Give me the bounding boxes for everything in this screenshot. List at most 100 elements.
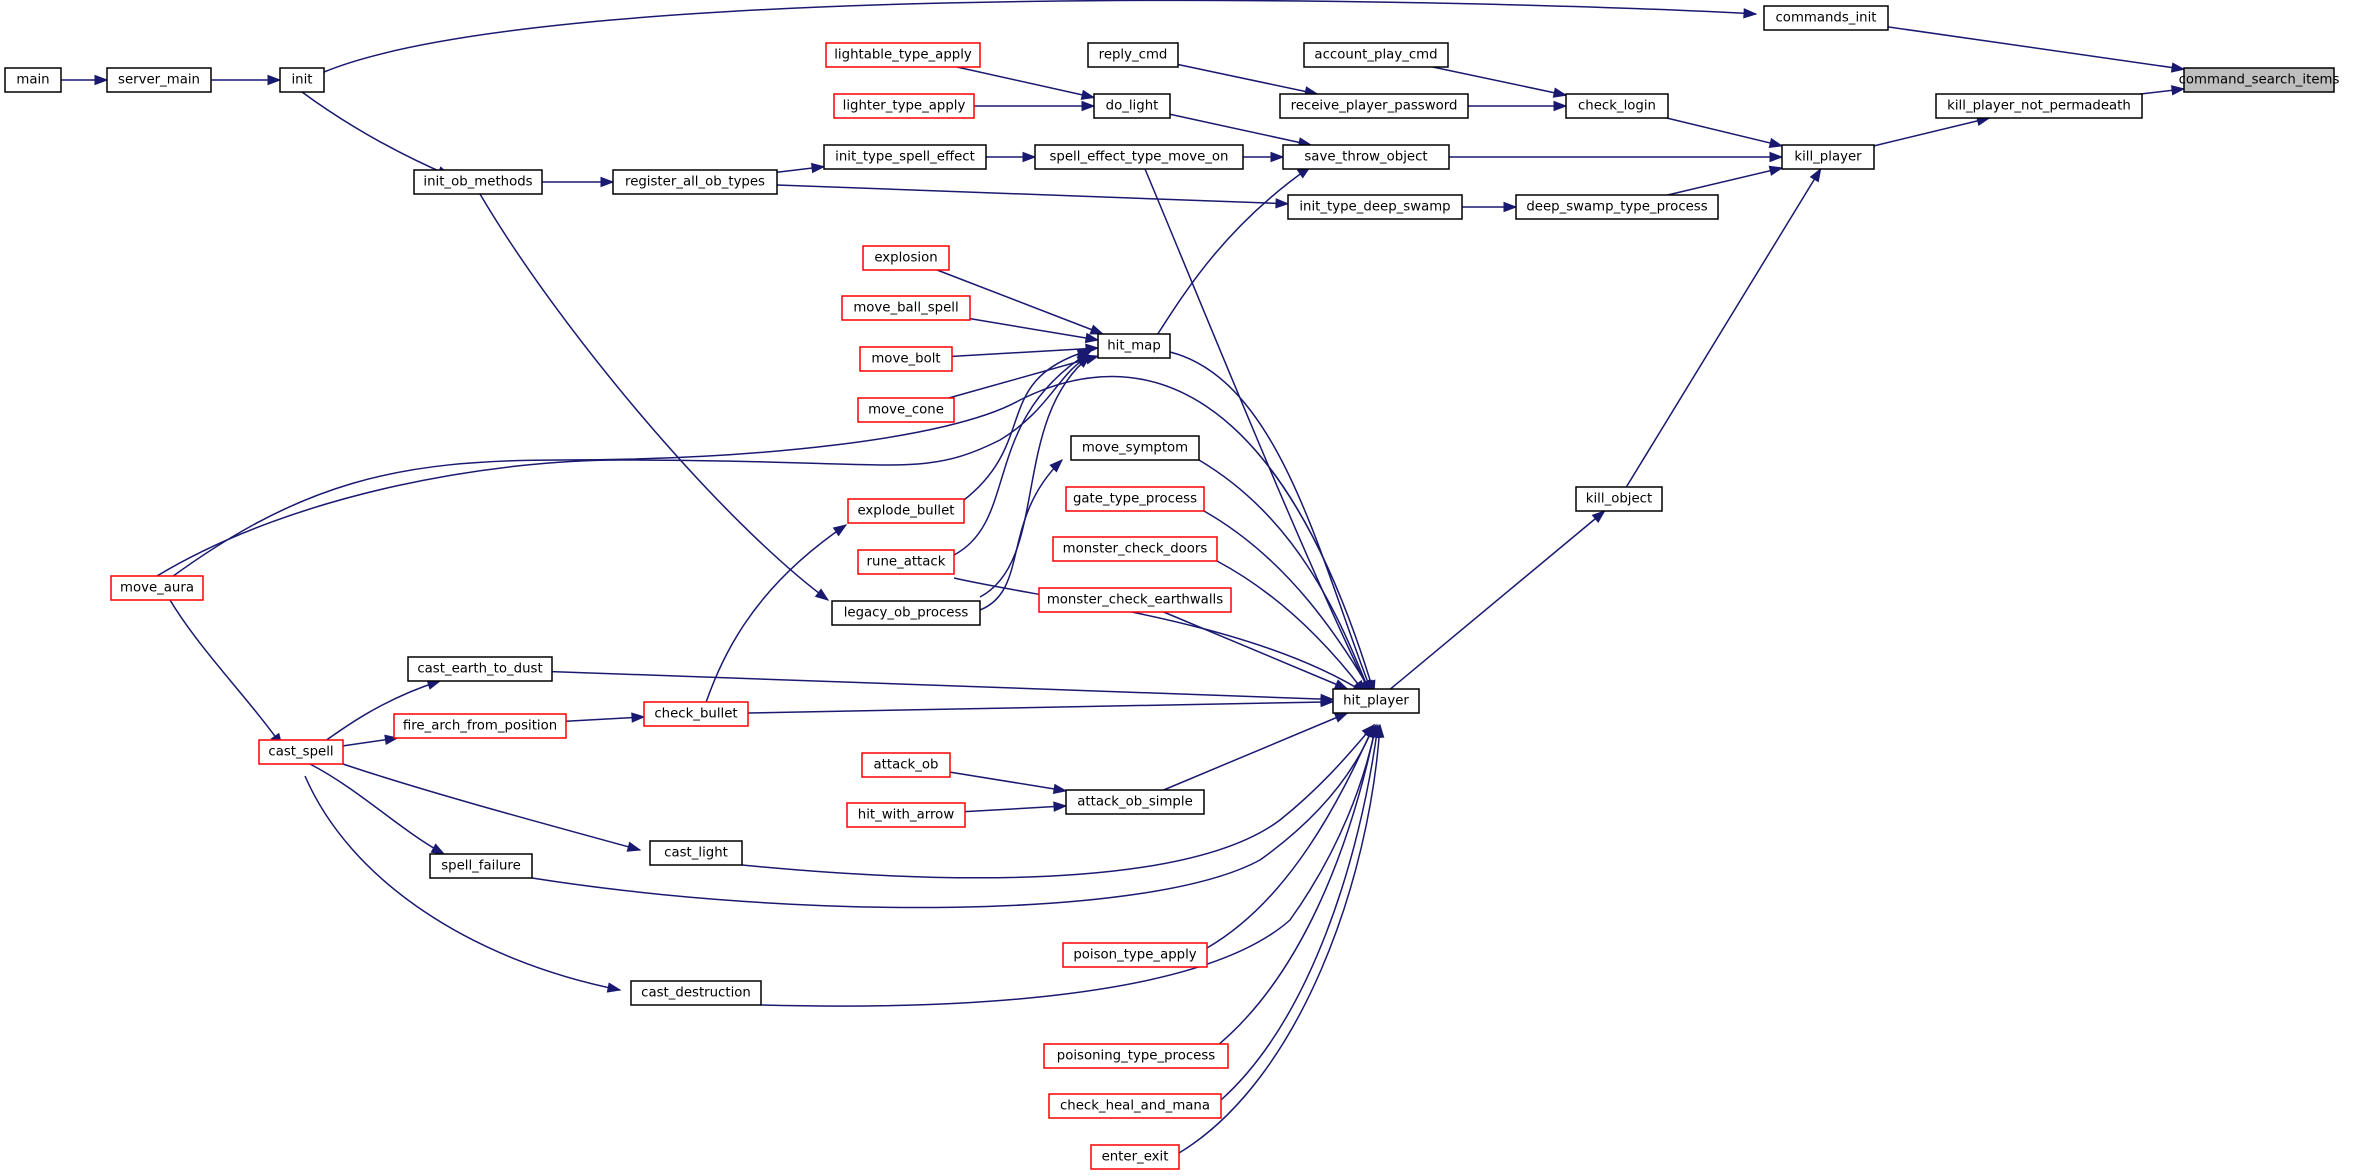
edge-init_type_spell_effect-to-spell_effect_type_move_on [986, 151, 1037, 163]
node-attack_ob[interactable]: attack_ob [861, 752, 951, 778]
node-move_cone[interactable]: move_cone [857, 397, 955, 423]
node-server_main[interactable]: server_main [106, 67, 212, 93]
edge-line [1887, 26, 2185, 71]
node-label: poison_type_apply [1073, 948, 1196, 963]
node-receive_player_password[interactable]: receive_player_password [1279, 93, 1469, 119]
node-lighter_type_apply[interactable]: lighter_type_apply [833, 93, 975, 119]
node-hit_map[interactable]: hit_map [1097, 333, 1171, 359]
edge-register_all_ob_types-to-init_type_spell_effect [776, 162, 826, 174]
node-box [861, 752, 951, 778]
node-box [1087, 42, 1179, 68]
node-label: monster_check_doors [1063, 542, 1208, 557]
edge-check_bullet-to-hit_player [747, 696, 1335, 714]
node-move_ball_spell[interactable]: move_ball_spell [841, 295, 971, 321]
node-label: monster_check_earthwalls [1047, 593, 1223, 608]
node-box [1332, 688, 1420, 714]
node-monster_check_doors[interactable]: monster_check_doors [1052, 536, 1218, 562]
node-check_heal_and_mana[interactable]: check_heal_and_mana [1048, 1093, 1222, 1119]
node-cast_spell[interactable]: cast_spell [258, 739, 344, 765]
edge-line [979, 459, 1063, 611]
edge-line [936, 269, 1104, 335]
node-account_play_cmd[interactable]: account_play_cmd [1303, 42, 1449, 68]
node-check_bullet[interactable]: check_bullet [643, 701, 749, 727]
node-hit_with_arrow[interactable]: hit_with_arrow [846, 802, 966, 828]
node-lightable_type_apply[interactable]: lightable_type_apply [825, 42, 981, 68]
node-box [4, 67, 62, 93]
node-attack_ob_simple[interactable]: attack_ob_simple [1065, 789, 1205, 815]
edge-cast_light-to-hit_player [741, 723, 1375, 879]
node-label: rune_attack [867, 555, 946, 570]
edge-legacy_ob_process-to-hit_map [979, 355, 1092, 598]
node-init_ob_methods[interactable]: init_ob_methods [413, 169, 543, 195]
node-register_all_ob_types[interactable]: register_all_ob_types [612, 169, 778, 195]
node-poison_type_apply[interactable]: poison_type_apply [1062, 942, 1208, 968]
node-kill_player_not_permadeath[interactable]: kill_player_not_permadeath [1935, 93, 2143, 119]
edge-line [531, 724, 1375, 909]
node-do_light[interactable]: do_light [1093, 93, 1171, 119]
node-move_bolt[interactable]: move_bolt [859, 346, 953, 372]
node-init_type_spell_effect[interactable]: init_type_spell_effect [823, 144, 987, 170]
node-box [612, 169, 778, 195]
node-label: save_throw_object [1304, 150, 1427, 165]
node-init_type_deep_swamp[interactable]: init_type_deep_swamp [1287, 194, 1463, 220]
node-cast_light[interactable]: cast_light [649, 840, 743, 866]
edge-arrowhead [1768, 165, 1784, 176]
node-hit_player[interactable]: hit_player [1332, 688, 1420, 714]
node-box [393, 713, 567, 739]
node-label: check_bullet [654, 707, 737, 722]
node-spell_failure[interactable]: spell_failure [429, 853, 533, 879]
node-label: attack_ob [874, 758, 939, 773]
edge-line [949, 771, 1067, 792]
node-rune_attack[interactable]: rune_attack [857, 549, 955, 575]
node-kill_object[interactable]: kill_object [1575, 486, 1663, 512]
edge-line [1163, 611, 1348, 690]
node-fire_arch_from_position[interactable]: fire_arch_from_position [393, 713, 567, 739]
node-box [106, 67, 212, 93]
node-box [110, 575, 204, 601]
edge-line [323, 0, 1757, 73]
node-move_symptom[interactable]: move_symptom [1070, 435, 1200, 461]
node-enter_exit[interactable]: enter_exit [1090, 1144, 1180, 1170]
node-explosion[interactable]: explosion [862, 245, 950, 271]
edge-line [1144, 168, 1371, 694]
edge-monster_check_earthwalls-to-hit_player [1163, 611, 1349, 690]
node-box [1287, 194, 1463, 220]
node-gate_type_process[interactable]: gate_type_process [1065, 486, 1205, 512]
node-poisoning_type_process[interactable]: poisoning_type_process [1043, 1043, 1229, 1069]
node-label: init [291, 73, 312, 88]
node-spell_effect_type_move_on[interactable]: spell_effect_type_move_on [1034, 144, 1244, 170]
node-kill_player[interactable]: kill_player [1781, 144, 1875, 170]
edge-line [1178, 724, 1381, 1154]
edge-legacy_ob_process-to-move_symptom [979, 459, 1064, 611]
edge-arrowhead [1076, 355, 1092, 368]
edge-line [951, 347, 1099, 358]
node-deep_swamp_type_process[interactable]: deep_swamp_type_process [1515, 194, 1719, 220]
node-init[interactable]: init [279, 67, 325, 93]
edge-arrowhead [1591, 510, 1606, 524]
node-main[interactable]: main [4, 67, 62, 93]
node-cast_earth_to_dust[interactable]: cast_earth_to_dust [407, 656, 553, 682]
edge-line [1163, 712, 1348, 791]
node-explode_bullet[interactable]: explode_bullet [847, 498, 965, 524]
node-monster_check_earthwalls[interactable]: monster_check_earthwalls [1038, 587, 1232, 613]
node-box [1034, 144, 1244, 170]
node-label: commands_init [1776, 11, 1877, 26]
edge-line [1389, 510, 1606, 690]
node-reply_cmd[interactable]: reply_cmd [1087, 42, 1179, 68]
edge-line [701, 524, 847, 715]
node-box [630, 980, 762, 1006]
node-move_aura[interactable]: move_aura [110, 575, 204, 601]
edge-arrowhead [1768, 137, 1784, 149]
node-box [1763, 5, 1889, 31]
node-label: init_ob_methods [423, 175, 532, 190]
node-legacy_ob_process[interactable]: legacy_ob_process [831, 600, 981, 626]
node-save_throw_object[interactable]: save_throw_object [1282, 144, 1450, 170]
node-cast_destruction[interactable]: cast_destruction [630, 980, 762, 1006]
edge-line [1667, 167, 1783, 196]
edge-arrowhead [1080, 89, 1096, 100]
node-check_login[interactable]: check_login [1565, 93, 1669, 119]
edge-arrowhead [2170, 62, 2186, 73]
edge-server_main-to-init [211, 74, 282, 86]
node-commands_init[interactable]: commands_init [1763, 5, 1889, 31]
node-command_search_items: command_search_items [2179, 67, 2339, 93]
